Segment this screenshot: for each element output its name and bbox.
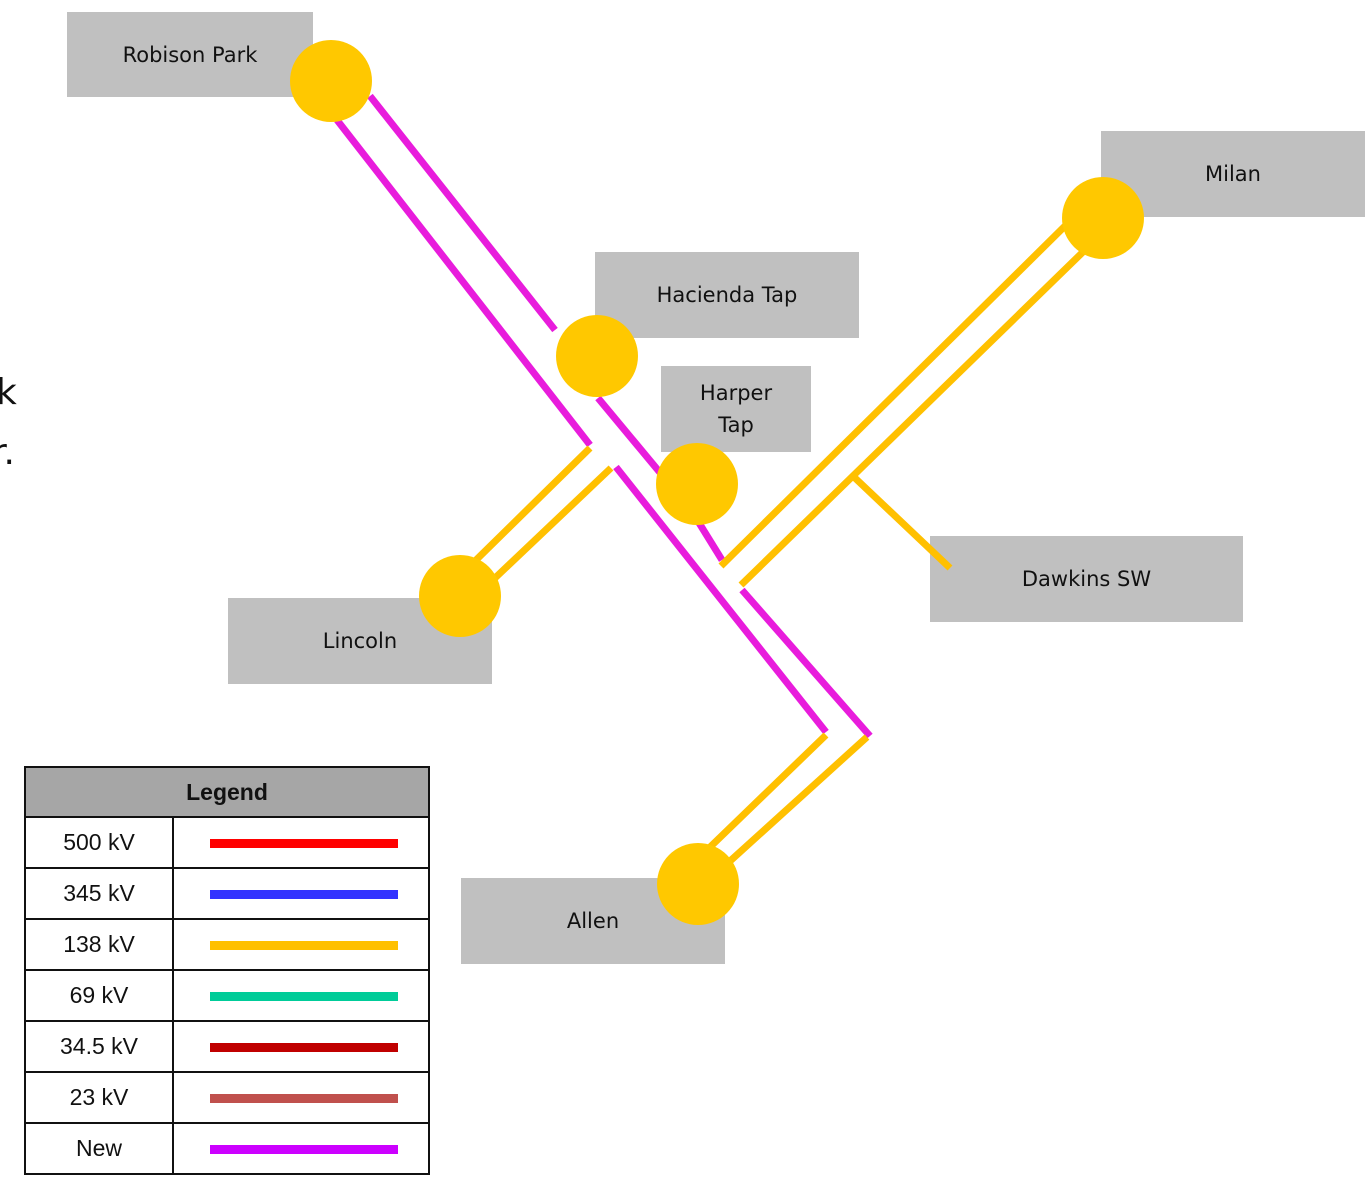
legend-swatch-345kv <box>210 889 398 899</box>
line-138kv-dawkins-tap <box>852 475 953 571</box>
legend-swatch-69kv <box>210 991 398 1001</box>
legend-label: New <box>24 1122 174 1175</box>
legend-swatch-new <box>210 1144 398 1154</box>
station-node-hacienda-tap <box>556 315 638 397</box>
line-138kv-lincoln-1 <box>470 445 593 566</box>
legend-row: New <box>24 1122 430 1175</box>
legend-swatch-500kv <box>210 838 398 848</box>
cut-off-text-line-1: k <box>0 372 17 413</box>
legend-label: 34.5 kV <box>24 1020 174 1073</box>
new-line-dawkins-junction-south <box>739 587 873 739</box>
new-line-harper-junction <box>693 516 725 562</box>
legend-label: 345 kV <box>24 867 174 920</box>
station-label-milan: Milan <box>1101 131 1365 217</box>
new-line-robison-hacienda <box>367 93 558 333</box>
legend-swatch-34-5kv <box>210 1042 398 1052</box>
station-label-robison-park: Robison Park <box>67 12 313 97</box>
legend-row: 345 kV <box>24 867 430 920</box>
station-label-hacienda-tap: Hacienda Tap <box>595 252 859 338</box>
legend-row: 23 kV <box>24 1071 430 1124</box>
station-node-lincoln <box>419 555 501 637</box>
station-label-harper-tap: Harper Tap <box>661 366 811 452</box>
new-line-robison-lincoln-tap <box>334 117 593 448</box>
legend-label: 500 kV <box>24 816 174 869</box>
legend-label: 23 kV <box>24 1071 174 1124</box>
station-node-harper-tap <box>656 443 738 525</box>
station-node-robison-park <box>290 40 372 122</box>
cut-off-text-line-2: r. <box>0 432 15 473</box>
legend-row: 69 kV <box>24 969 430 1022</box>
legend-row: 500 kV <box>24 816 430 869</box>
legend-table: Legend 500 kV 345 kV 138 kV 69 kV 34.5 k… <box>24 766 430 1175</box>
line-138kv-milan-1 <box>718 221 1070 569</box>
legend-label: 138 kV <box>24 918 174 971</box>
legend-label: 69 kV <box>24 969 174 1022</box>
line-138kv-allen-1 <box>703 732 829 854</box>
legend-row: 34.5 kV <box>24 1020 430 1073</box>
station-node-milan <box>1062 177 1144 259</box>
line-138kv-milan-2 <box>738 246 1089 588</box>
station-node-allen <box>657 843 739 925</box>
legend-swatch-138kv <box>210 940 398 950</box>
line-138kv-allen-2 <box>726 734 870 865</box>
new-line-hacienda-harper <box>595 395 665 478</box>
station-label-dawkins-sw: Dawkins SW <box>930 536 1243 622</box>
legend-title: Legend <box>24 766 430 818</box>
legend-swatch-23kv <box>210 1093 398 1103</box>
new-line-lincoln-tap-south <box>613 464 829 735</box>
legend-row: 138 kV <box>24 918 430 971</box>
line-138kv-lincoln-2 <box>492 465 614 581</box>
